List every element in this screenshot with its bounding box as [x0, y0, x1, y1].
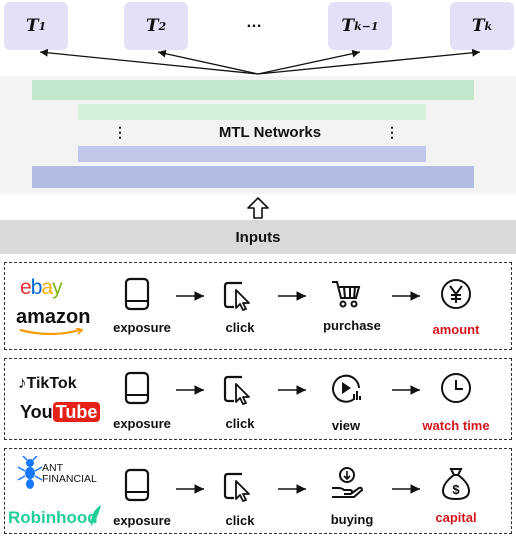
step-label-buying: buying [330, 512, 374, 527]
arrow-to-task-k [257, 48, 481, 75]
mtl-bar-top-green [32, 80, 474, 100]
logo-robinhood: Robinhood [8, 508, 98, 527]
cursor-click-icon [223, 472, 250, 502]
cursor-click-icon [223, 281, 250, 311]
logo-ebay: ebay [20, 276, 63, 299]
step-label-capital: capital [435, 510, 477, 525]
step-label-amount: amount [432, 322, 480, 337]
step-label-click: click [225, 320, 255, 335]
logo-amazon: amazon [16, 306, 91, 328]
svg-text:$: $ [452, 482, 460, 497]
step-label-click: click [225, 513, 255, 528]
step-label-exposure: exposure [113, 513, 171, 528]
arrow-to-task-1 [39, 48, 259, 75]
tablet-icon [124, 371, 150, 405]
scenario-finance [4, 448, 512, 534]
task-arrows [39, 48, 481, 75]
mtl-vdots-left: ⋮ [113, 124, 127, 140]
mtl-networks-label: MTL Networks [218, 124, 322, 141]
step-label-view: view [331, 418, 361, 433]
logo-tiktok: ♪TikTok [18, 373, 77, 392]
yen-coin-icon [441, 279, 471, 309]
arrow-to-task-k-minus-1 [257, 49, 361, 75]
robinhood-feather-icon [90, 505, 101, 526]
task-ellipsis: … [246, 14, 262, 31]
hand-coin-icon [332, 467, 364, 498]
step-label-click: click [225, 416, 255, 431]
mtl-bar-bottom-blue [32, 166, 474, 188]
tablet-icon [124, 468, 150, 502]
step-label-watch-time: watch time [422, 418, 490, 433]
mtl-bar-second-blue [78, 146, 426, 162]
money-bag-icon: $ [441, 468, 471, 501]
inputs-label: Inputs [235, 228, 281, 246]
tiktok-text: TikTok [26, 375, 77, 392]
step-label-purchase: purchase [323, 318, 381, 333]
scenario-ecommerce [4, 262, 512, 350]
up-arrow-icon [247, 197, 269, 219]
step-label-exposure: exposure [113, 320, 171, 335]
mtl-bar-second-green [78, 104, 426, 120]
cursor-click-icon [223, 375, 250, 405]
ant-icon [17, 456, 43, 489]
clock-icon [441, 373, 471, 403]
shopping-cart-icon [332, 281, 361, 308]
amazon-smile-icon [19, 328, 84, 336]
mtl-vdots-right: ⋮ [385, 124, 399, 140]
inputs-bar: Inputs [0, 220, 516, 254]
scenario-video [4, 358, 512, 440]
step-label-exposure: exposure [113, 416, 171, 431]
play-view-icon [332, 374, 361, 403]
arrow-to-task-2 [157, 49, 259, 75]
tablet-icon [124, 277, 150, 311]
